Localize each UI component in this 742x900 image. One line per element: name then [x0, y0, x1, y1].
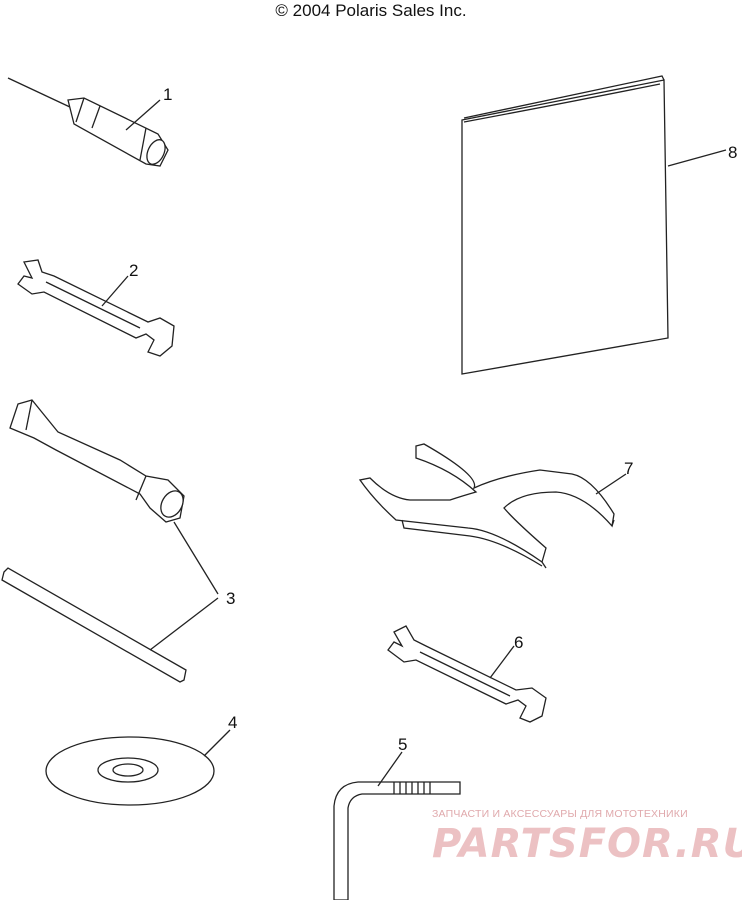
callout-label-6: 6 [514, 633, 523, 652]
watermark-logo: PARTSFOR.RU [432, 821, 742, 867]
spark-plug-socket-wrench-part [9, 399, 185, 523]
callout-label-3: 3 [226, 589, 235, 608]
watermark-tagline: ЗАПЧАСТИ И АКСЕССУАРЫ ДЛЯ МОТОТЕХНИКИ [432, 808, 688, 820]
spanner-tool-part [358, 443, 615, 569]
open-end-wrench-part [17, 259, 175, 357]
callout-leader-3a [173, 521, 219, 595]
hex-key-knurl [393, 782, 431, 794]
callout-leader-8 [667, 149, 727, 167]
callout-label-4: 4 [228, 713, 237, 732]
hex-key-part [333, 781, 461, 900]
callout-label-5: 5 [398, 735, 407, 754]
callout-label-2: 2 [129, 261, 138, 280]
callout-leader-6 [489, 645, 515, 679]
disc-part [45, 736, 215, 806]
callout-leader-5 [377, 751, 403, 787]
screwdriver-part [7, 77, 169, 167]
callout-label-7: 7 [624, 459, 633, 478]
callout-leader-4 [203, 729, 231, 757]
tommy-bar-part [1, 567, 187, 683]
callout-label-1: 1 [163, 85, 172, 104]
copyright-text: © 2004 Polaris Sales Inc. [275, 1, 467, 20]
callout-leader-3b [149, 597, 219, 651]
callout-label-8: 8 [728, 143, 737, 162]
callout-leader-1 [125, 99, 161, 131]
small-open-end-wrench-part [387, 625, 547, 723]
callout-leader-2 [101, 275, 129, 307]
callout-leader-7 [595, 473, 627, 495]
owners-manual-part [461, 75, 669, 375]
